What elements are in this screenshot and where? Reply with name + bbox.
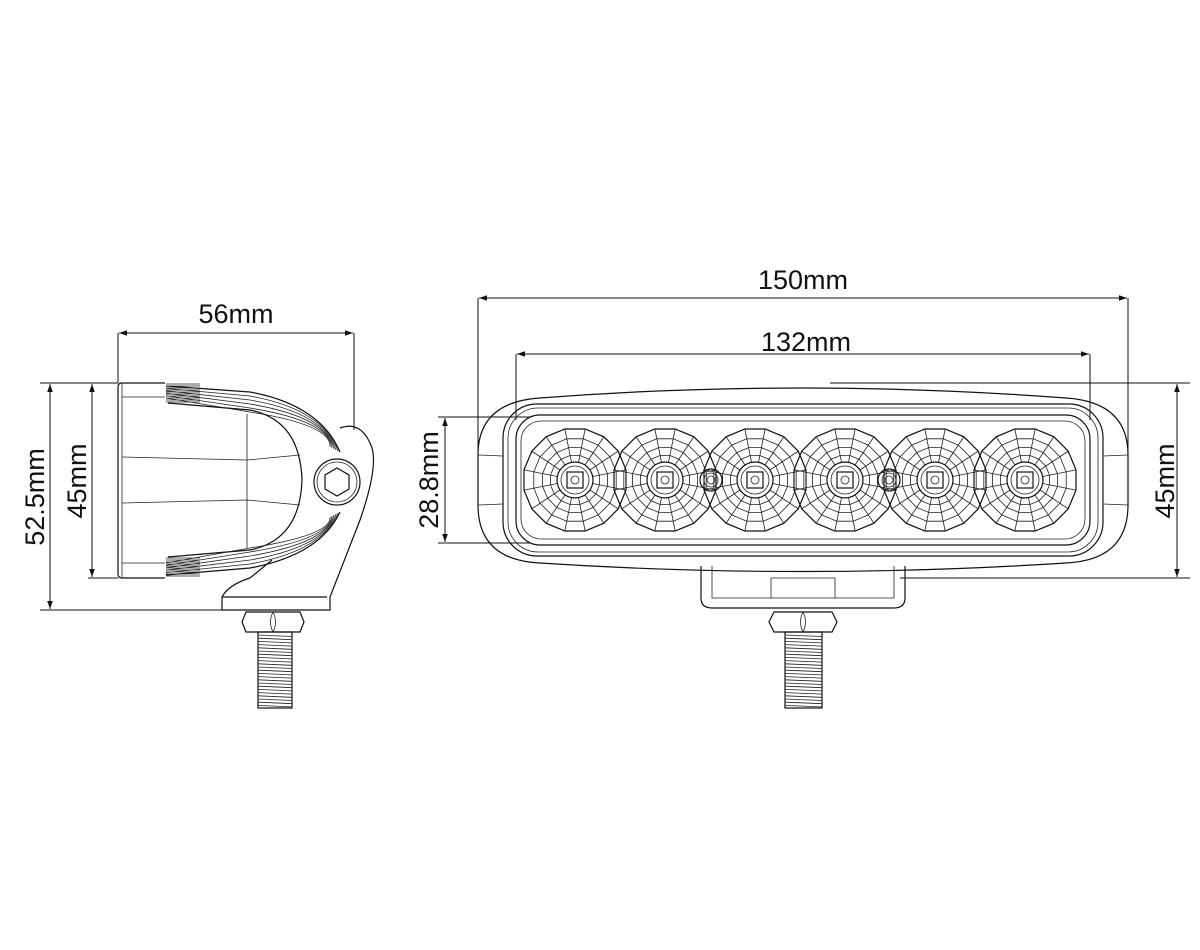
dimension-label: 28.8mm [414, 431, 444, 529]
dimension-length-150: 150mm [477, 265, 1129, 455]
dimension-label: 56mm [198, 299, 273, 329]
led-reflector [973, 428, 1077, 532]
led-chip-icon [1016, 471, 1034, 489]
front-housing [477, 387, 1129, 573]
led-chip-icon [926, 471, 944, 489]
sensor-dot [699, 468, 723, 492]
dimension-height-52-5: 52.5mm [20, 382, 327, 611]
bolt-thread [257, 634, 293, 708]
dimension-label: 132mm [761, 327, 851, 357]
dimension-label: 150mm [758, 265, 848, 295]
dimension-label: 45mm [62, 443, 92, 518]
side-housing [117, 382, 341, 579]
led-chip-icon [746, 471, 764, 489]
dimension-label: 45mm [1150, 443, 1180, 518]
front-view: 150mm 132mm 28.8mm 45mm [414, 265, 1190, 709]
side-bracket [221, 425, 375, 709]
bolt-thread [784, 634, 823, 708]
led-reflector [703, 428, 807, 532]
front-mount [700, 566, 906, 709]
dimension-length-132: 132mm [515, 327, 1091, 420]
led-chip-icon [836, 471, 854, 489]
led-reflector [613, 428, 717, 532]
dimension-height-45-front: 45mm [830, 382, 1190, 579]
sensor-dot [877, 468, 901, 492]
led-chip-icon [656, 471, 674, 489]
dimension-height-28-8: 28.8mm [414, 416, 530, 544]
dimension-width-56: 56mm [117, 299, 355, 430]
led-reflector [883, 428, 987, 532]
cooling-fins [165, 383, 341, 577]
led-reflector [793, 428, 897, 532]
led-reflector [523, 428, 627, 532]
dimension-label: 52.5mm [20, 448, 50, 546]
side-view: 56mm 52.5mm 45mm [20, 299, 375, 709]
led-array [523, 428, 1077, 532]
dimension-height-45-side: 45mm [62, 384, 118, 579]
hex-bolt-icon [324, 467, 350, 497]
led-chip-icon [566, 471, 584, 489]
